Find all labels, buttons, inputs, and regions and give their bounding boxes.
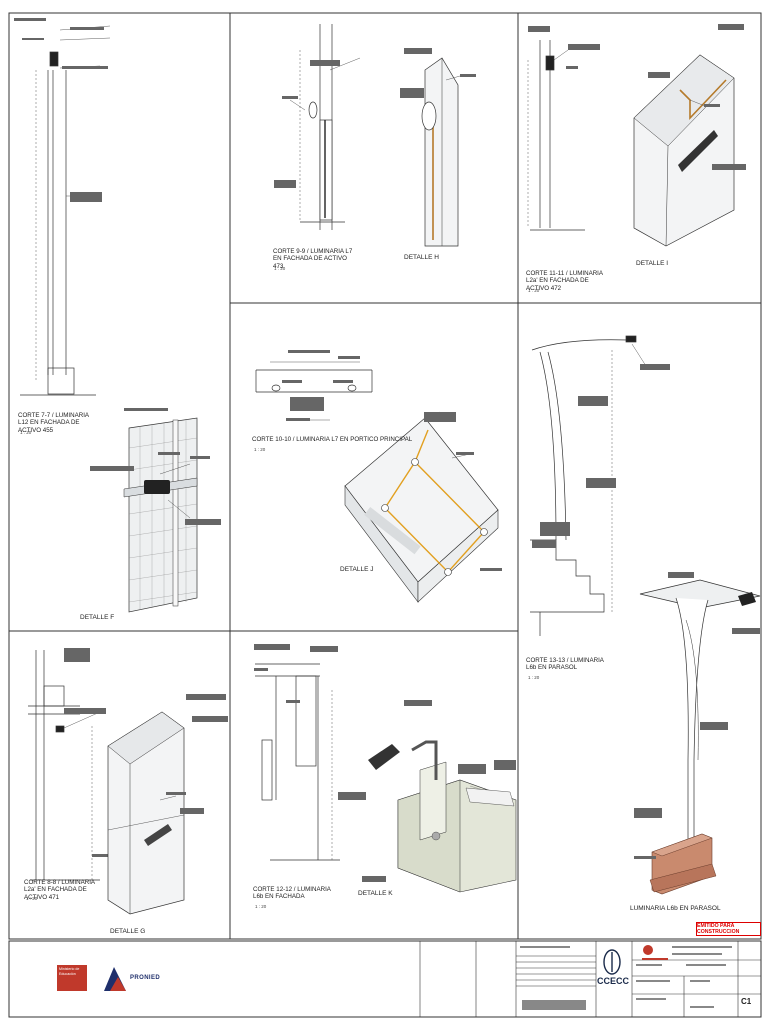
detail-f-notes	[90, 408, 221, 525]
section-11-11-notes	[528, 26, 600, 69]
section-7-7-scale: 1 : 20	[20, 430, 32, 435]
section-8-8-title: CORTE 8-8 / LUMINARIA L2a' EN FACHADA DE…	[24, 879, 95, 901]
title-block-grid	[419, 941, 761, 1017]
detail-k-label: DETALLE K	[358, 890, 393, 897]
section-13-13-drawing	[530, 335, 647, 636]
detail-g-drawing	[107, 711, 185, 915]
section-11-11-drawing	[527, 40, 585, 231]
parasol-3d-drawing	[639, 579, 761, 895]
parasol-notes	[634, 572, 760, 859]
section-12-12-notes	[254, 644, 338, 703]
detail-j-notes	[424, 412, 502, 571]
section-8-8-drawing	[28, 650, 101, 881]
detail-j-label: DETALLE J	[340, 566, 374, 573]
detail-h-label: DETALLE H	[404, 254, 439, 261]
sheet-frame	[8, 12, 762, 940]
section-10-10-scale: 1 : 20	[254, 447, 266, 452]
section-12-12-drawing	[255, 663, 340, 861]
section-12-12-scale: 1 : 20	[255, 904, 267, 909]
section-9-9-title: CORTE 9-9 / LUMINARIA L7 EN FACHADA DE A…	[273, 248, 353, 270]
contractor-logo-text: CCECC	[597, 976, 630, 986]
detail-k-notes	[338, 700, 516, 882]
client-seal	[642, 945, 668, 960]
section-7-7-notes	[14, 18, 108, 202]
section-12-12-title: CORTE 12-12 / LUMINARIA L6b EN FACHADA	[253, 886, 331, 901]
detail-h-drawing	[421, 57, 461, 247]
detail-g-notes	[166, 694, 228, 814]
section-8-8-scale: 1 : 20	[26, 896, 38, 901]
title-block-frame	[8, 940, 762, 1018]
pronied-logo-mark	[104, 967, 126, 991]
issued-for-construction-stamp: EMITIDO PARA CONSTRUCCION	[696, 922, 761, 936]
parasol-detail-label: LUMINARIA L6b EN PARASOL	[630, 905, 721, 912]
detail-j-drawing	[344, 411, 499, 603]
section-13-13-title: CORTE 13-13 / LUMINARIA L6b EN PARASOL	[526, 657, 604, 672]
sheet-number: C1	[741, 997, 752, 1006]
detail-h-notes	[400, 48, 476, 98]
detail-k-drawing	[368, 740, 517, 893]
section-10-10-title: CORTE 10-10 / LUMINARIA L7 EN PORTICO PR…	[252, 436, 413, 443]
section-9-9-notes	[274, 60, 340, 188]
title-block-fine-print	[520, 946, 732, 1010]
section-11-11-title: CORTE 11-11 / LUMINARIA L2a' EN FACHADA …	[526, 270, 603, 292]
section-8-8-notes	[64, 648, 122, 857]
detail-f-drawing	[123, 417, 198, 613]
section-9-9-drawing	[289, 24, 361, 230]
detail-f-label: DETALLE F	[80, 614, 115, 621]
section-11-11-scale: 1 : 20	[528, 288, 540, 293]
section-13-13-notes	[532, 364, 670, 548]
section-7-7-drawing	[20, 25, 111, 396]
ccecc-logo-mark	[603, 949, 621, 975]
detail-i-drawing	[633, 54, 735, 247]
section-9-9-scale: 1 : 20	[274, 266, 286, 271]
section-10-10-drawing	[255, 361, 373, 421]
section-7-7-title: CORTE 7-7 / LUMINARIA L12 EN FACHADA DE …	[18, 412, 89, 434]
ministry-logo: Ministerio de Educación	[57, 965, 87, 991]
section-13-13-scale: 1 : 20	[528, 675, 540, 680]
detail-g-label: DETALLE G	[110, 928, 146, 935]
pronied-logo-text: PRONIED	[130, 975, 161, 981]
detail-i-label: DETALLE I	[636, 260, 669, 267]
detail-i-notes	[648, 24, 746, 170]
section-10-10-notes	[282, 350, 360, 421]
